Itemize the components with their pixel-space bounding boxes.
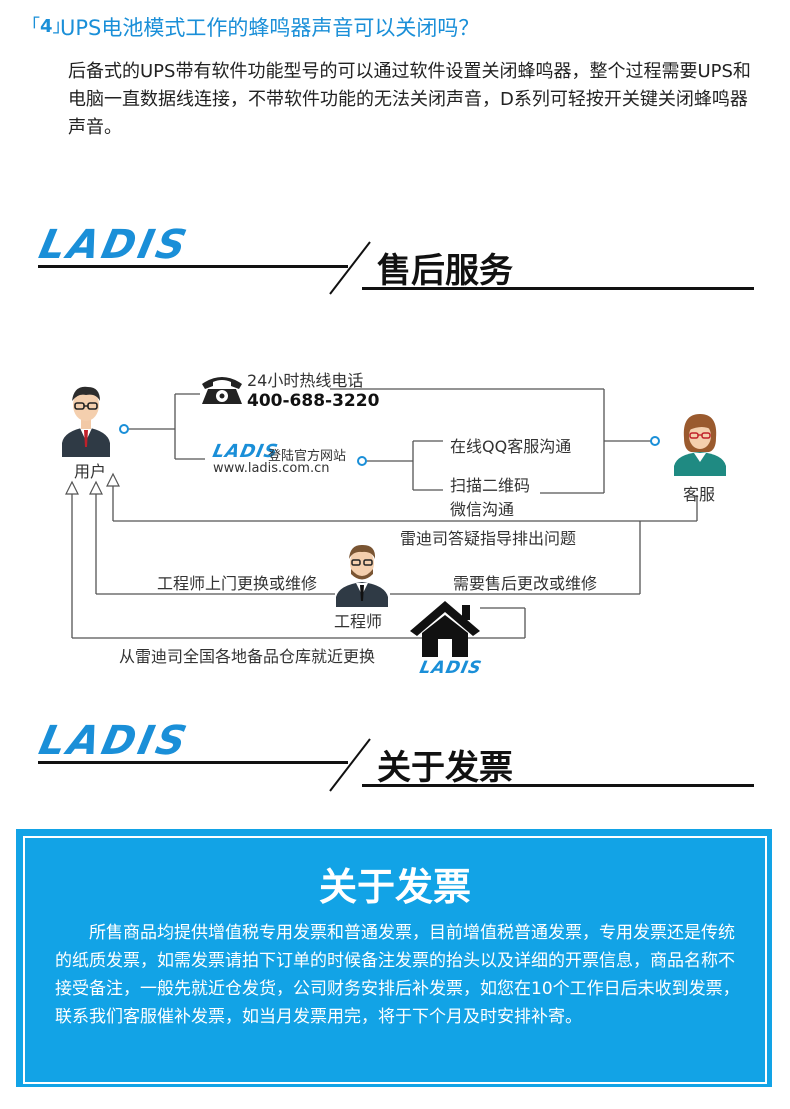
warehouse-logo: LADIS [417,658,484,678]
customer-service-label: 客服 [683,485,716,504]
header-rule-left [38,265,348,268]
header-slash [329,241,371,295]
header-rule-right [362,287,754,290]
faq-number-badge: 「4」 [22,16,71,37]
invoice-box-title: 关于发票 [318,865,471,909]
warehouse-label: 从雷迪司全国各地备品仓库就近更换 [119,647,376,666]
header-rule-right-2 [362,784,754,787]
scan-qrcode-label: 扫描二维码 [450,476,531,495]
customer-service-avatar-icon [674,414,726,476]
need-repair-label: 需要售后更改或维修 [453,574,598,593]
website-url[interactable]: www.ladis.com.cn [213,461,330,476]
header-slash-2 [329,738,371,792]
brand-logo: LADIS [35,222,194,268]
service-flow-lines [65,388,698,639]
user-label: 用户 [74,462,107,481]
engineer-label: 工程师 [334,612,383,631]
warehouse-house-icon [410,601,480,657]
invoice-box-inner-border [23,836,767,1084]
engineer-onsite-label: 工程师上门更换或维修 [157,574,318,593]
user-avatar-icon [62,386,110,457]
brand-logo-2: LADIS [35,718,194,764]
website-label: 登陆官方网站 [268,449,347,464]
telephone-icon [202,377,242,404]
guide-label: 雷迪司答疑指导排出问题 [400,529,577,548]
qq-service-label: 在线QQ客服沟通 [450,437,572,456]
wechat-label: 微信沟通 [450,500,515,519]
hotline-number: 400-688-3220 [247,391,380,411]
invoice-body-text: 所售商品均提供增值税专用发票和普通发票，目前增值税普通发票，专用发票还是传统的纸… [55,923,740,1027]
section-title-invoice: 关于发票 [377,748,513,788]
header-rule-left-2 [38,761,348,764]
hotline-label: 24小时热线电话 [247,371,364,390]
faq-number: 4 [40,16,53,37]
engineer-avatar-icon [336,544,388,607]
faq-question: UPS电池模式工作的蜂鸣器声音可以关闭吗？ [60,16,480,40]
faq-answer: 后备式的UPS带有软件功能型号的可以通过软件设置关闭蜂鸣器，整个过程需要UPS和… [68,61,751,138]
section-title-after-sales: 售后服务 [377,251,513,291]
